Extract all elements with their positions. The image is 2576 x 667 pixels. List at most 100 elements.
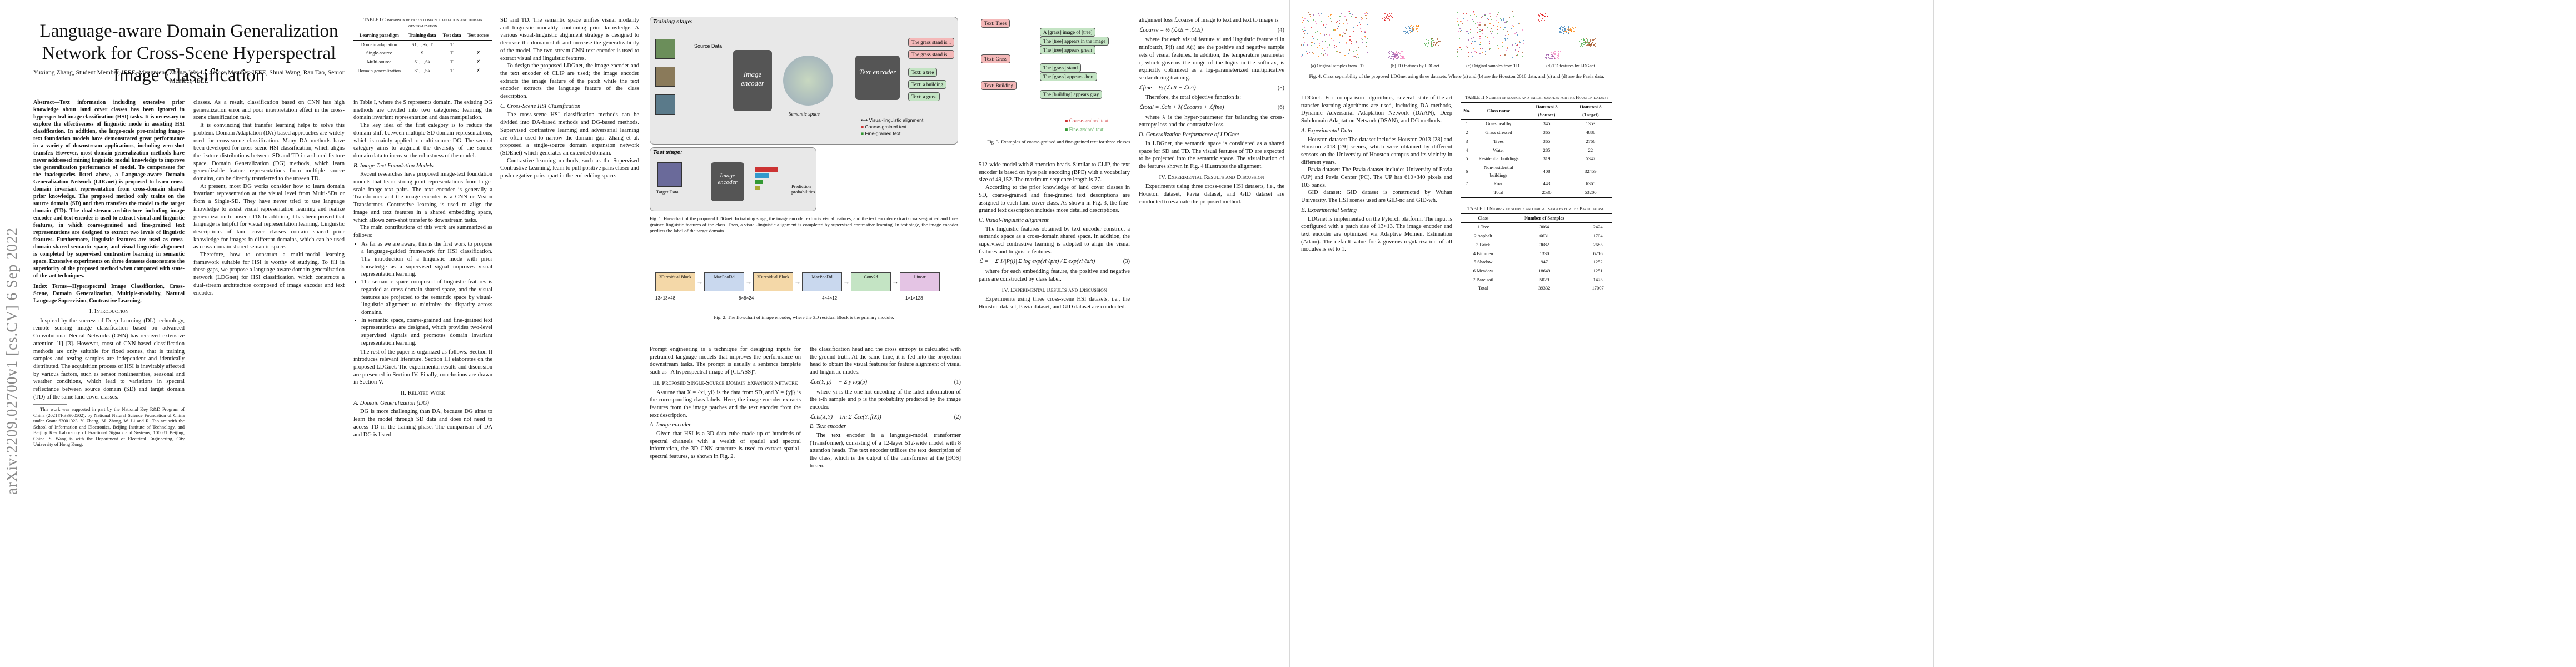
scatter-point: [1361, 18, 1363, 19]
fine-text-chip: The [grass] stand: [1040, 63, 1081, 72]
scatter-point: [1479, 43, 1481, 45]
scatter-point: [1472, 18, 1473, 20]
scatter-point: [1349, 35, 1351, 37]
scatter-point: [1418, 26, 1420, 28]
scatter-point: [1392, 17, 1393, 18]
scatter-point: [1398, 57, 1399, 59]
subsection-heading: A. Domain Generalization (DG): [353, 400, 429, 406]
table-cell: 2685: [1593, 241, 1603, 247]
table-header-cell: Test data: [442, 32, 461, 38]
scatter-point: [1318, 14, 1320, 16]
scatter-point: [1492, 24, 1494, 26]
scatter-point: [1366, 42, 1367, 43]
scatter-point: [1396, 53, 1398, 54]
scatter-point: [1304, 18, 1306, 20]
scatter-point: [1504, 39, 1506, 41]
table-cell: 1330: [1539, 250, 1549, 256]
scatter-point: [1542, 14, 1543, 16]
scatter-point: [1497, 33, 1499, 35]
scatter-point: [1326, 34, 1328, 36]
scatter-point: [1544, 16, 1546, 17]
scatter-point: [1541, 19, 1542, 21]
scatter-point: [1425, 44, 1427, 46]
page-4: [1934, 0, 2576, 667]
paragraph: classes. As a result, classification bas…: [193, 99, 345, 121]
scatter-point: [1587, 44, 1589, 46]
scatter-point: [1302, 54, 1304, 56]
table-cell: Total: [1478, 285, 1488, 291]
paragraph: To design the proposed LDGnet, the image…: [500, 63, 639, 100]
scatter-point: [1569, 29, 1571, 31]
scatter-point: [1339, 34, 1341, 36]
table-cell: Road: [1493, 181, 1504, 187]
scatter-point: [1423, 42, 1425, 44]
scatter-point: [1335, 46, 1337, 47]
scatter-point: [1349, 13, 1350, 14]
scatter-point: [1589, 45, 1591, 47]
scatter-point: [1585, 38, 1587, 39]
scatter-point: [1336, 22, 1337, 23]
scatter-point: [1344, 16, 1346, 17]
scatter-point: [1496, 29, 1498, 31]
scatter-point: [1312, 42, 1313, 44]
scatter-point: [1307, 12, 1309, 14]
scatter-point: [1489, 22, 1491, 24]
scatter-point: [1461, 30, 1463, 31]
scatter-point: [1432, 38, 1433, 39]
table-cell: 365: [1543, 138, 1551, 144]
subsection-heading: D. Generalization Performance of LDGnet: [1139, 132, 1239, 138]
scatter-point: [1431, 38, 1433, 39]
scatter-point: [1313, 53, 1315, 55]
scatter-point: [1317, 47, 1319, 49]
scatter-point: [1571, 31, 1573, 32]
scatter-point: [1415, 25, 1417, 27]
scatter-point: [1396, 58, 1397, 59]
table-cell: 5029: [1539, 276, 1549, 282]
scatter-point: [1518, 23, 1520, 24]
scatter-point: [1564, 29, 1566, 31]
scatter-point: [1513, 16, 1514, 17]
scatter-point: [1430, 43, 1432, 44]
scatter-point: [1386, 16, 1387, 17]
scatter-point: [1466, 12, 1467, 14]
scatter-point: [1358, 47, 1360, 48]
table-cell: 365: [1543, 130, 1551, 136]
scatter-point: [1581, 46, 1583, 47]
scatter-point: [1593, 44, 1595, 46]
scatter-point: [1360, 38, 1362, 40]
scatter-point: [1403, 58, 1405, 59]
scatter-point: [1506, 31, 1508, 32]
scatter-point: [1316, 30, 1318, 32]
scatter-point: [1394, 53, 1396, 55]
scatter-point: [1479, 44, 1481, 46]
coarse-text-chip: The grass stand is...: [908, 38, 954, 47]
fine-text-chip: The [tree] appears in the image: [1040, 37, 1109, 46]
paragraph: The linguistic features obtained by text…: [979, 226, 1130, 255]
scatter-point: [1519, 47, 1521, 49]
scatter-point: [1508, 17, 1510, 18]
paragraph: Recent researches have proposed image-te…: [353, 171, 492, 223]
scatter-point: [1560, 27, 1562, 28]
scatter-point: [1393, 56, 1395, 58]
scatter-point: [1545, 57, 1547, 59]
scatter-point: [1548, 53, 1549, 55]
scatter-point: [1457, 51, 1458, 52]
scatter-point: [1489, 16, 1491, 18]
scatter-point: [1328, 34, 1330, 36]
scatter-point: [1590, 40, 1592, 42]
scatter-point: [1541, 13, 1542, 15]
scatter-point: [1423, 43, 1425, 45]
scatter-point: [1303, 33, 1305, 34]
scatter-point: [1459, 27, 1461, 29]
scatter-point: [1309, 51, 1311, 53]
table-cell: 4888: [1586, 130, 1596, 136]
figure-4-caption: Fig. 4. Class separability of the propos…: [1309, 73, 1605, 79]
scatter-point: [1417, 26, 1418, 28]
scatter-point: [1323, 34, 1325, 36]
scatter-point: [1388, 52, 1390, 53]
subfigure-caption: (a) Original samples from TD: [1311, 63, 1364, 68]
coarse-text-chip: Text: Grass: [981, 54, 1011, 63]
scatter-point: [1413, 28, 1414, 30]
